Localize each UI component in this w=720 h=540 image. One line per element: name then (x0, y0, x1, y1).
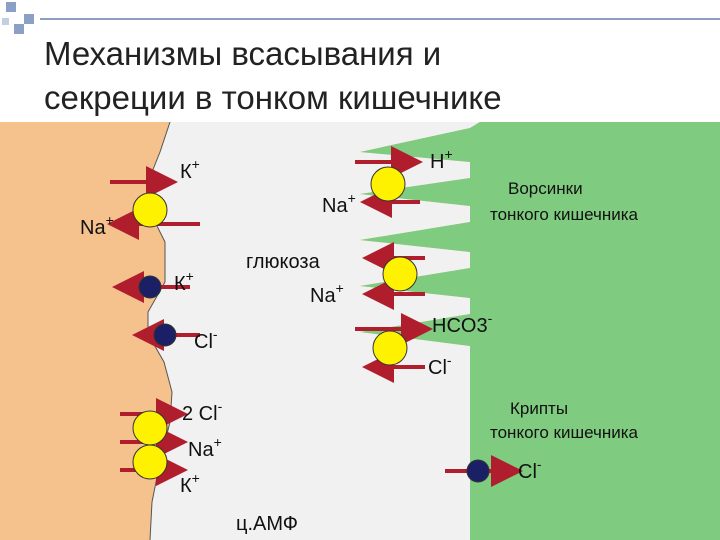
channel-h (370, 166, 406, 202)
corner-decoration (2, 2, 720, 34)
title-line-2: секреции в тонком кишечнике (44, 79, 502, 116)
channel-glucose (382, 256, 418, 292)
cell-background-right (360, 122, 720, 540)
deco-square-2 (24, 14, 34, 24)
channel-crypt-2 (132, 444, 168, 480)
title-line-1: Механизмы всасывания и (44, 35, 442, 72)
channel-hco3 (372, 330, 408, 366)
deco-square-4 (2, 18, 9, 25)
channel-crypt-1 (132, 410, 168, 446)
label-k-top: К+ (180, 156, 200, 183)
deco-square-1 (6, 2, 16, 12)
channel-cl-crypt (466, 459, 490, 483)
label-2cl: 2 Cl- (182, 398, 223, 425)
note-villi-line-2: тонкого кишечника (490, 205, 639, 224)
label-cl-left: Cl- (194, 326, 218, 353)
label-glucose: глюкоза (246, 251, 321, 273)
label-cl-right: Cl- (428, 352, 452, 379)
label-na-right: Na+ (322, 190, 356, 217)
deco-square-3 (14, 24, 24, 34)
label-k-mid: К+ (174, 268, 194, 295)
note-villi-line-1: Ворсинки (508, 179, 583, 198)
label-na-left: Na+ (80, 212, 114, 239)
label-na-glucose: Na+ (310, 280, 344, 307)
channels (132, 166, 490, 483)
page-title: Механизмы всасывания и секреции в тонком… (44, 32, 502, 120)
label-cl-crypt: Cl- (518, 456, 542, 483)
label-na-low: Na+ (188, 434, 222, 461)
note-crypt-line-1: Крипты (510, 399, 568, 418)
note-crypt-line-2: тонкого кишечника (490, 423, 639, 442)
label-hco3: HCO3- (432, 310, 493, 337)
label-camp: ц.АМФ (236, 513, 298, 535)
channel-cl-left (153, 323, 177, 347)
label-h: Н+ (430, 146, 453, 173)
channel-k-mid (138, 275, 162, 299)
channel-k-top (132, 192, 168, 228)
label-k-low: К+ (180, 470, 200, 497)
lumen-area (148, 122, 480, 540)
transport-diagram: К+ Н+ Na+ Na+ К+ глюкоза Na+ Cl- HCO3- C… (0, 122, 720, 540)
